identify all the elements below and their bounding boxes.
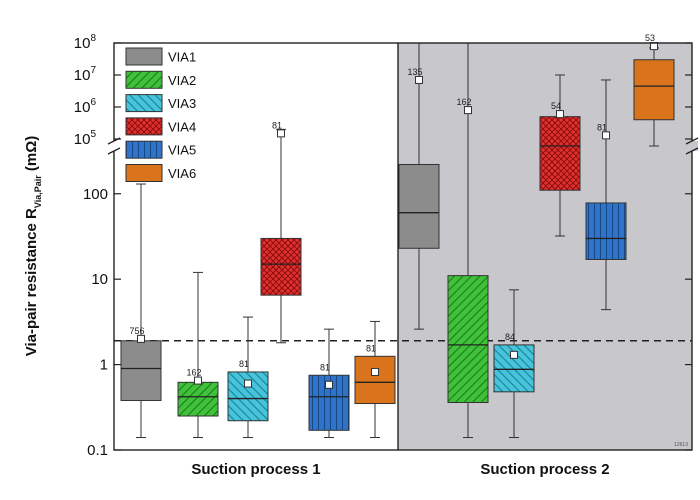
sample-count-label: 81 <box>597 122 607 132</box>
legend-item-via1: VIA1 <box>125 47 196 66</box>
sample-count-label: 756 <box>129 326 144 336</box>
mean-marker <box>556 110 564 119</box>
box-via5-process-1 <box>308 328 350 439</box>
box-via1-process-2 <box>398 42 440 330</box>
y-axis-label: Via-pair resistance RVia,Pair (mΩ) <box>23 136 43 357</box>
box-via4-process-1 <box>260 128 302 344</box>
legend-item-via6: VIA6 <box>125 164 196 182</box>
legend-swatch-via6 <box>125 164 163 182</box>
mean-marker <box>464 106 472 115</box>
sample-count-label: 54 <box>551 101 561 111</box>
y-tick-label: 0.1 <box>87 442 108 459</box>
box-body <box>633 59 675 121</box>
sample-count-label: 81 <box>366 343 376 353</box>
box-via5-process-2 <box>585 79 627 311</box>
mean-marker <box>244 379 252 388</box>
box-body <box>177 381 219 417</box>
y-tick-label: 108 <box>74 33 97 52</box>
box-via6-process-2 <box>633 42 675 147</box>
legend-label-via1: VIA1 <box>168 50 196 65</box>
legend-item-via2: VIA2 <box>125 70 196 89</box>
sample-count-label: 81 <box>320 362 330 372</box>
sample-count-label: 53 <box>645 33 655 43</box>
legend-swatch-via4 <box>125 117 163 136</box>
sample-count-label: 162 <box>186 368 201 378</box>
y-tick-label: 107 <box>74 65 97 84</box>
axis-break-mark-right-lower <box>685 147 699 155</box>
mean-marker <box>325 380 333 389</box>
mean-marker <box>510 350 518 359</box>
sample-count-label: 81 <box>239 359 249 369</box>
box-via6-process-1 <box>354 320 396 439</box>
legend-swatch-via2 <box>125 70 163 89</box>
legend-item-via3: VIA3 <box>125 94 196 113</box>
group-label-2: Suction process 2 <box>480 461 609 478</box>
y-axis-label-unit: (mΩ) <box>23 136 40 176</box>
box-via4-process-2 <box>539 74 581 237</box>
y-tick-label: 105 <box>74 129 97 148</box>
sample-count-label: 162 <box>456 97 471 107</box>
axis-break-mark-right-upper <box>685 137 699 145</box>
legend-item-via5: VIA5 <box>125 140 196 159</box>
box-via1-process-1 <box>120 183 162 439</box>
mean-marker <box>415 75 423 84</box>
legend-label-via4: VIA4 <box>168 119 196 134</box>
figure-id: 12613 <box>674 442 688 448</box>
legend-item-via4: VIA4 <box>125 117 196 136</box>
legend-label-via5: VIA5 <box>168 143 196 158</box>
axis-break-gap-left <box>108 141 120 151</box>
box-body <box>227 371 269 422</box>
mean-marker <box>194 376 202 385</box>
box-body <box>260 237 302 296</box>
legend-swatch-via1 <box>125 47 163 66</box>
box-via2-process-2 <box>447 42 489 439</box>
group-label-1: Suction process 1 <box>191 461 320 478</box>
mean-marker <box>137 334 145 343</box>
y-tick-label: 106 <box>74 97 97 116</box>
box-via2-process-1 <box>177 271 219 439</box>
box-body <box>354 355 396 405</box>
y-axis-label-main: Via-pair resistance R <box>23 208 40 356</box>
plot-frame <box>113 42 693 451</box>
sample-count-label: 81 <box>272 120 282 130</box>
sample-count-label: 135 <box>407 67 422 77</box>
sample-count-label: 84 <box>505 332 515 342</box>
box-via3-process-1 <box>227 316 269 439</box>
box-body <box>585 202 627 260</box>
legend-label-via6: VIA6 <box>168 166 196 181</box>
box-body <box>398 164 440 249</box>
axis-break-mark-left-lower <box>107 147 121 155</box>
y-tick-label: 10 <box>91 271 108 288</box>
legend-label-via3: VIA3 <box>168 96 196 111</box>
box-body <box>539 116 581 191</box>
mean-marker <box>277 129 285 138</box>
y-tick-label: 1 <box>100 357 108 374</box>
legend-swatch-via5 <box>125 140 163 159</box>
box-body <box>447 275 489 403</box>
mean-marker <box>602 131 610 140</box>
box-via3-process-2 <box>493 289 535 439</box>
box-body <box>120 340 162 401</box>
y-tick-label: 100 <box>83 186 108 203</box>
legend-swatch-via3 <box>125 94 163 113</box>
axis-break-gap-right <box>686 141 698 151</box>
legend-label-via2: VIA2 <box>168 73 196 88</box>
y-axis-label-subscript: Via,Pair <box>33 175 43 208</box>
mean-marker <box>371 367 379 376</box>
